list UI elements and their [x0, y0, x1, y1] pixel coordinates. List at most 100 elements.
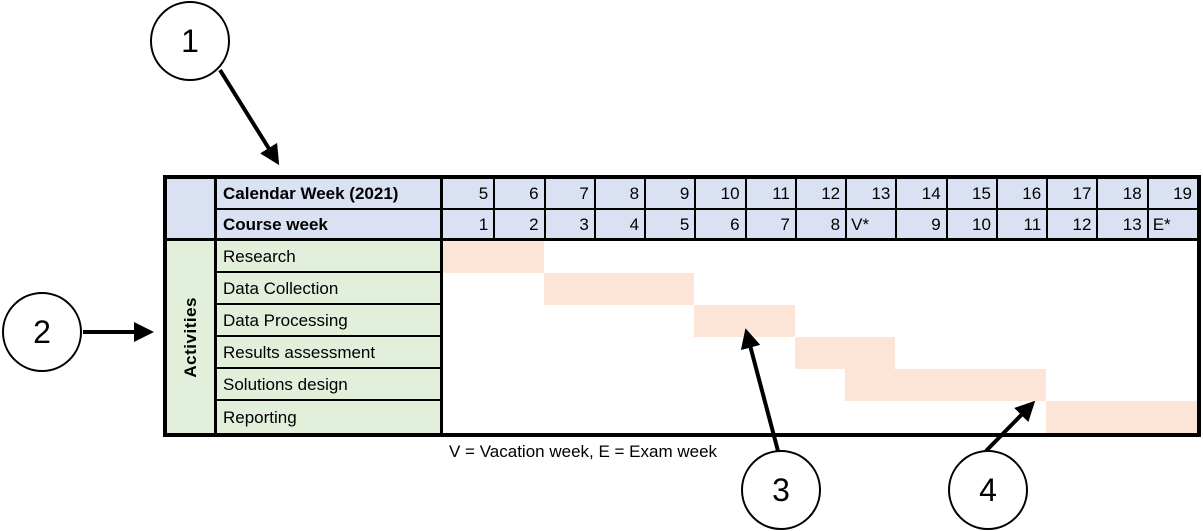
callout-1-number: 1: [181, 22, 199, 59]
gantt-bar-cell: [1096, 401, 1147, 433]
course-week-cell: 2: [493, 210, 544, 241]
gantt-cell: [1147, 369, 1197, 401]
calendar-week-cell: 18: [1096, 179, 1147, 210]
calendar-week-cell: 8: [593, 179, 645, 210]
activities-axis-label: Activities: [181, 296, 200, 378]
calendar-week-row-label: Calendar Week (2021): [217, 179, 443, 210]
gantt-cell: [493, 305, 543, 337]
gantt-bar-cell: [443, 241, 494, 273]
gantt-bar-cell: [493, 241, 544, 273]
gantt-cell: [443, 369, 493, 401]
gantt-cell: [1046, 305, 1096, 337]
callout-circle-4: 4: [948, 450, 1028, 530]
activity-label-cell: Reporting: [217, 401, 443, 433]
gantt-cell: [996, 305, 1046, 337]
gantt-cell: [745, 273, 795, 305]
course-week-cell: 5: [644, 210, 695, 241]
gantt-cell: [694, 369, 744, 401]
gantt-cell: [845, 241, 895, 273]
gantt-cell: [996, 241, 1046, 273]
gantt-cell: [443, 305, 493, 337]
calendar-week-cell: 17: [1046, 179, 1097, 210]
course-week-cell: 13: [1096, 210, 1147, 241]
gantt-cell: [946, 305, 996, 337]
gantt-cell: [946, 241, 996, 273]
gantt-cell: [493, 401, 543, 433]
course-week-cell: 9: [895, 210, 946, 241]
gantt-cell: [644, 369, 694, 401]
activity-label-cell: Research: [217, 241, 443, 273]
calendar-week-cell: 11: [744, 179, 795, 210]
gantt-cell: [644, 401, 694, 433]
callout-4-number: 4: [979, 471, 997, 508]
gantt-cell: [895, 273, 945, 305]
gantt-cell: [644, 241, 694, 273]
gantt-cell: [594, 337, 644, 369]
gantt-cell: [544, 241, 594, 273]
gantt-cell: [1096, 369, 1146, 401]
course-week-cell: 10: [945, 210, 996, 241]
gantt-cell: [493, 369, 543, 401]
gantt-cell: [946, 401, 996, 433]
gantt-cell: [493, 273, 543, 305]
gantt-cell: [694, 337, 744, 369]
gantt-bar-cell: [1146, 401, 1197, 433]
course-week-cell: V*: [845, 210, 896, 241]
calendar-week-cell: 7: [543, 179, 594, 210]
course-week-cell: E*: [1146, 210, 1197, 241]
gantt-cell: [1046, 241, 1096, 273]
course-week-cell: 7: [744, 210, 795, 241]
gantt-bar-cell: [744, 305, 795, 337]
gantt-cell: [1147, 305, 1197, 337]
calendar-week-cell: 10: [694, 179, 745, 210]
callout-3-number: 3: [772, 471, 790, 508]
gantt-cell: [594, 401, 644, 433]
gantt-cell: [946, 337, 996, 369]
gantt-bar-cell: [845, 369, 896, 401]
gantt-cell: [1096, 273, 1146, 305]
gantt-cell: [694, 241, 744, 273]
course-week-row-label: Course week: [217, 210, 443, 241]
callout-1-arrow: [218, 68, 280, 166]
gantt-cell: [1096, 241, 1146, 273]
calendar-week-cell: 15: [945, 179, 996, 210]
calendar-week-cell: 6: [493, 179, 544, 210]
gantt-cell: [1046, 273, 1096, 305]
gantt-bar-cell: [794, 337, 846, 369]
gantt-cell: [795, 305, 845, 337]
course-week-cell: 1: [443, 210, 494, 241]
gantt-cell: [644, 337, 694, 369]
activity-label-cell: Solutions design: [217, 369, 443, 401]
gantt-cell: [895, 241, 945, 273]
calendar-week-cell: 14: [895, 179, 946, 210]
gantt-bar-cell: [845, 337, 896, 369]
gantt-bar-cell: [543, 273, 594, 305]
activity-label-cell: Data Processing: [217, 305, 443, 337]
gantt-cell: [895, 337, 945, 369]
corner-cell: [167, 179, 217, 241]
gantt-cell: [493, 337, 543, 369]
gantt-cell: [443, 337, 493, 369]
calendar-week-cell: 19: [1146, 179, 1197, 210]
course-week-cell: 4: [593, 210, 645, 241]
gantt-cell: [1046, 337, 1096, 369]
gantt-cell: [443, 273, 493, 305]
calendar-week-cell: 16: [995, 179, 1047, 210]
gantt-cell: [544, 337, 594, 369]
course-week-cell: 11: [995, 210, 1047, 241]
gantt-cell: [845, 401, 895, 433]
gantt-bar-cell: [593, 273, 645, 305]
callout-2-number: 2: [33, 313, 51, 350]
gantt-bar-cell: [644, 273, 695, 305]
gantt-cell: [895, 305, 945, 337]
activity-label-cell: Data Collection: [217, 273, 443, 305]
gantt-cell: [1147, 241, 1197, 273]
gantt-cell: [1046, 369, 1096, 401]
gantt-cell: [594, 369, 644, 401]
gantt-table: Calendar Week (2021) Course week Activit…: [163, 175, 1201, 437]
calendar-week-cell: 9: [644, 179, 695, 210]
course-week-cell: 6: [694, 210, 745, 241]
calendar-week-cell: 12: [794, 179, 846, 210]
course-week-cell: 8: [794, 210, 846, 241]
